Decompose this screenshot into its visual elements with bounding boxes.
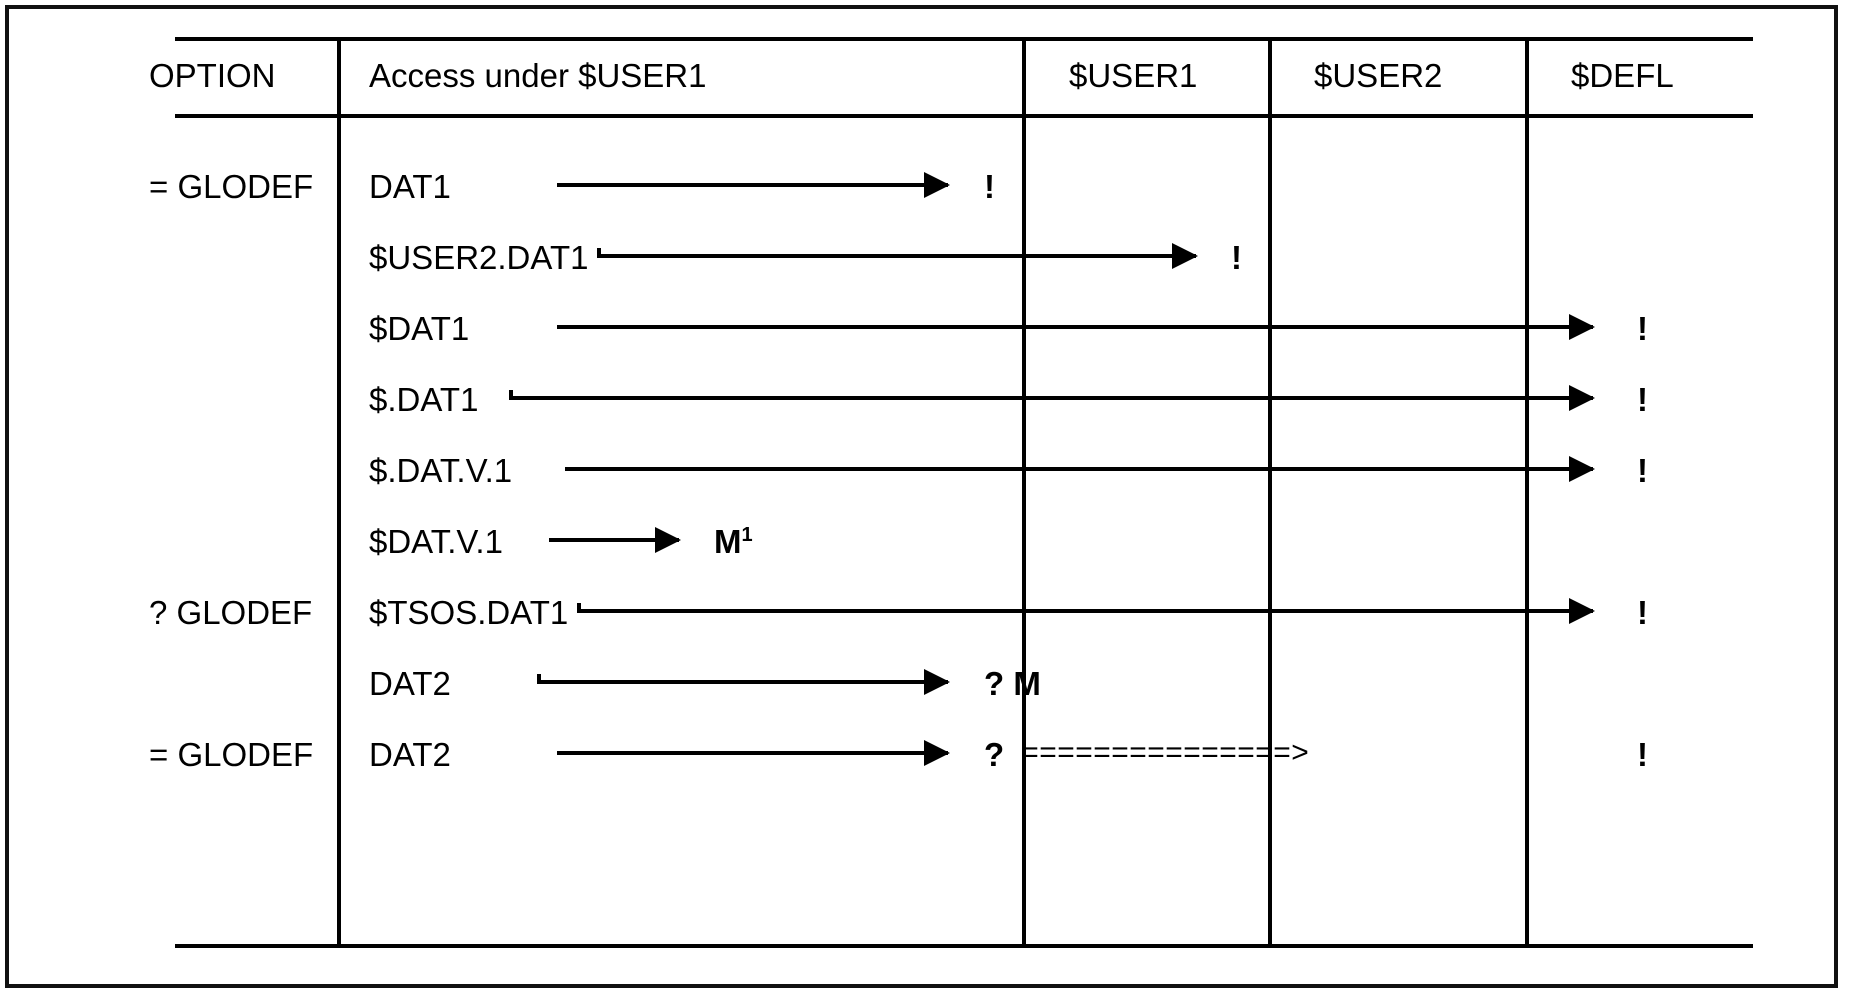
row-marker-5-footnote: 1 [741, 524, 753, 546]
row-access-2: $DAT1 [369, 310, 470, 347]
row-marker-0: ! [984, 168, 995, 205]
row-chain-arrow-8: ===============> [1021, 738, 1310, 772]
row-connector-7 [537, 669, 950, 695]
header-option: OPTION [149, 57, 276, 94]
row-chain-end-8: ! [1637, 736, 1648, 773]
header-defl: $DEFL [1571, 57, 1674, 94]
row-connector-6 [577, 598, 1595, 624]
header-access: Access under $USER1 [369, 57, 707, 94]
row-option-6: ? GLODEF [149, 594, 313, 631]
row-connector-3 [509, 385, 1595, 411]
row-connector-8 [557, 740, 950, 766]
row-marker-3: ! [1637, 381, 1648, 418]
row-access-3: $.DAT1 [369, 381, 479, 418]
row-marker-1: ! [1231, 239, 1242, 276]
row-access-6: $TSOS.DAT1 [369, 594, 569, 631]
row-access-0: DAT1 [369, 168, 451, 205]
row-option-0: = GLODEF [149, 168, 314, 205]
header-user1: $USER1 [1069, 57, 1198, 94]
row-connector-5 [549, 527, 681, 553]
row-access-5: $DAT.V.1 [369, 523, 503, 560]
row-marker-6: ! [1637, 594, 1648, 631]
column-divider-option [337, 37, 341, 948]
figure-frame: OPTION Access under $USER1 $USER1 $USER2… [5, 5, 1838, 988]
row-marker-8: ? [984, 736, 1005, 773]
row-access-4: $.DAT.V.1 [369, 452, 513, 489]
column-divider-user2 [1268, 37, 1272, 948]
header-user2: $USER2 [1314, 57, 1443, 94]
column-divider-user1 [1022, 37, 1026, 948]
header-bottom-rule [175, 114, 1753, 118]
figure-stage: OPTION Access under $USER1 $USER1 $USER2… [9, 9, 1842, 992]
header-top-rule [175, 37, 1753, 41]
row-connector-4 [565, 456, 1595, 482]
row-marker-5: M1 [714, 525, 753, 558]
row-marker-2: ! [1637, 310, 1648, 347]
row-marker-7: ? M [984, 665, 1041, 702]
table-bottom-rule [175, 944, 1753, 948]
row-connector-2 [557, 314, 1595, 340]
column-divider-defl [1525, 37, 1529, 948]
row-option-8: = GLODEF [149, 736, 314, 773]
row-connector-1 [597, 243, 1198, 269]
row-access-8: DAT2 [369, 736, 451, 773]
row-connector-0 [557, 172, 950, 198]
row-access-1: $USER2.DAT1 [369, 239, 589, 276]
row-access-7: DAT2 [369, 665, 451, 702]
row-marker-4: ! [1637, 452, 1648, 489]
row-marker-5-text: M [714, 523, 742, 560]
